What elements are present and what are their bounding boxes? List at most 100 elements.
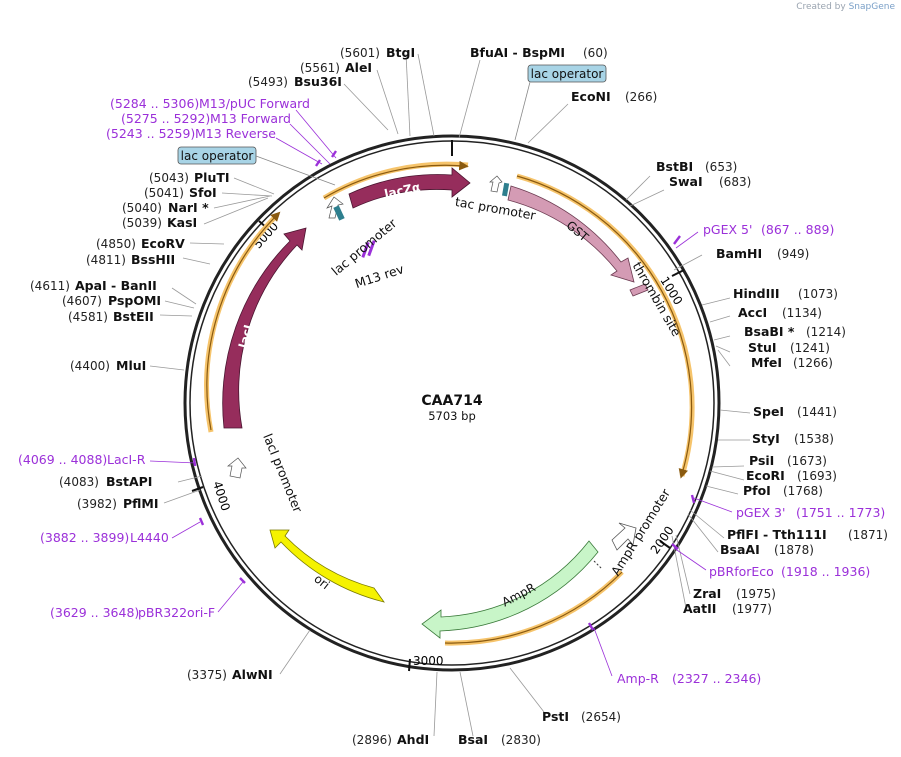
site-name-alei: AleI [345,60,372,75]
site-pos-4400: (4400) [70,359,110,373]
site-name-mlui: MluI [116,358,146,373]
m13-rev-site-1 [361,241,370,258]
site-name-pflfi-tth111i: PflFI - Tth111I [727,527,827,542]
primer-name-laci-r: LacI-R [107,452,146,467]
site-name-bsai: BsaI [458,732,488,747]
primer-site-marks [192,150,696,631]
orange-track-ampr-core [444,571,623,644]
primer-range-l4440: (3882 .. 3899) [40,530,129,545]
primer-range-pbr322ori: (3629 .. 3648) [50,605,139,620]
site-name-psti: PstI [542,709,569,724]
primer-name-pbrforeco: pBRforEco [709,564,774,579]
site-pos-1241: (1241) [790,341,830,355]
lac-operator-leader-left [255,155,336,186]
lac-operator-label-left: lac operator [181,149,254,163]
site-pos-4607: (4607) [62,294,102,308]
site-name-pflmi: PflMI [123,496,159,511]
tick-3000 [408,658,411,672]
site-pos-1538: (1538) [794,432,834,446]
site-pos-949: (949) [777,247,809,261]
lac-operator-label-top: lac operator [531,67,604,81]
lac-operator-leader-top [514,81,531,141]
site-name-stui: StuI [748,340,777,355]
site-pos-5039: (5039) [122,216,162,230]
site-pos-1134: (1134) [782,306,822,320]
feature-ori-arrow [269,529,385,603]
orange-track-lacZa-core [323,160,469,199]
site-pos-1871: (1871) [848,528,888,542]
site-pos-1693: (1693) [797,469,837,483]
site-name-bsteii: BstEII [113,309,154,324]
site-pos-1673: (1673) [787,454,827,468]
primer-name-pgex3: pGEX 3' [736,505,785,520]
tac-promoter-top-arrow [489,175,503,193]
primer-range-pgex5: (867 .. 889) [761,222,834,237]
m13-rev-label: M13 rev [353,261,406,291]
site-name-alwni: AlwNI [232,667,273,682]
primer-range-ampr: (2327 .. 2346) [672,671,761,686]
primer-leader-lines [149,109,733,677]
lac-operator-box-left [177,146,257,165]
plasmid-size: 5703 bp [428,409,476,423]
site-pos-1441: (1441) [797,405,837,419]
tick-2000 [659,540,671,549]
site-name-econi: EcoNI [571,89,611,104]
site-name-spei: SpeI [753,404,784,419]
primer-name-ampr: Amp-R [617,671,659,686]
primer-name-pbr322ori: pBR322ori-F [138,605,215,620]
primer-range-m13puc: (5284 .. 5306) [110,96,199,111]
feature-ampr-arrow [421,540,599,639]
site-name-ecorv: EcoRV [141,236,185,251]
ampr-promoter-arrow [611,522,637,551]
tick-label-3000: 3000 [413,654,444,668]
feature-lacI-arrow [222,227,307,429]
site-name-bsabi: BsaBI * [744,324,795,339]
site-pos-5493: (5493) [248,75,288,89]
site-pos-5040: (5040) [122,201,162,215]
site-pos-1266: (1266) [793,356,833,370]
site-pos-4850: (4850) [96,237,136,251]
plasmid-name: CAA714 [421,393,482,409]
site-name-pluti: PluTI [194,170,230,185]
laci-promoter-arrow [227,457,247,479]
primer-name-m13fwd: M13 Forward [210,111,291,126]
site-pos-1975: (1975) [736,587,776,601]
lac-operator-left-block [333,205,345,221]
tick-4000 [191,486,204,492]
primer-name-pgex5: pGEX 5' [703,222,752,237]
site-name-kasi: KasI [167,215,197,230]
site-pos-2654: (2654) [581,710,621,724]
site-pos-2896: (2896) [352,733,392,747]
backbone-outer-ring [183,134,721,672]
credit-prefix: Created by [796,2,846,12]
site-pos-4083: (4083) [59,475,99,489]
site-pos-1768: (1768) [783,484,823,498]
site-pos-5043: (5043) [149,171,189,185]
site-name-apai-banii: ApaI - BanII [75,278,157,293]
site-pos-653: (653) [705,160,737,174]
primer-name-l4440: L4440 [130,530,169,545]
site-name-ecori: EcoRI [746,468,785,483]
site-pos-3982: (3982) [77,497,117,511]
site-name-bamhi: BamHI [716,246,762,261]
site-name-aatii: AatII [683,601,716,616]
snapgene-brand: SnapGene [848,2,895,12]
site-pos-683: (683) [719,175,751,189]
primer-range-laci-r: (4069 .. 4088) [18,452,107,467]
site-name-bstbi: BstBI [656,159,693,174]
site-name-bfuai-bspmi: BfuAI - BspMI [470,45,565,60]
primer-range-pgex3: (1751 .. 1773) [796,505,885,520]
site-pos-3375: (3375) [187,668,227,682]
site-pos-266: (266) [625,90,657,104]
site-pos-1073: (1073) [798,287,838,301]
site-name-mfei: MfeI [751,355,782,370]
feature-lacZa-arrow [348,167,471,209]
feature-thrombin-site [629,283,649,297]
feature-lacI-label: lacI [236,323,256,350]
site-pos-5561: (5561) [300,61,340,75]
site-pos-60: (60) [583,46,608,60]
site-pos-1214: (1214) [806,325,846,339]
site-name-acci: AccI [738,305,767,320]
site-pos-1977: (1977) [732,602,772,616]
laci-promoter-label: lacI promoter [260,431,306,515]
